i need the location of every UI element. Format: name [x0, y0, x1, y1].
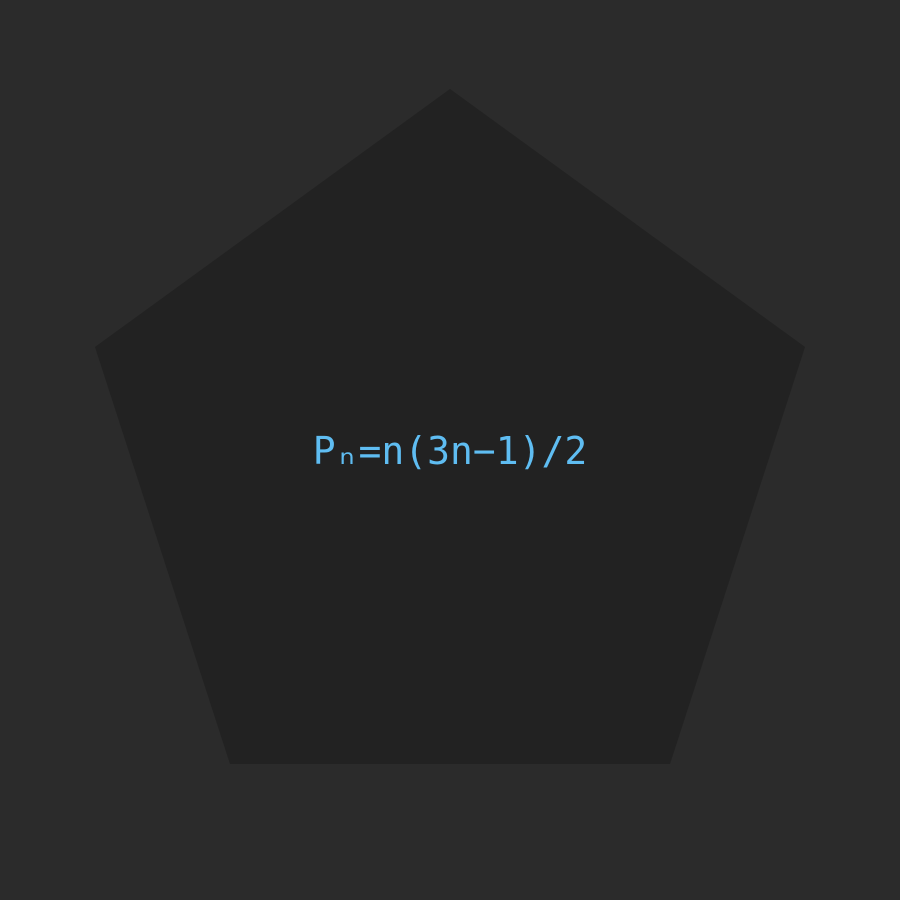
pentagon-shape	[95, 89, 805, 764]
pentagonal-number-formula: Pₙ=n(3n−1)/2	[312, 429, 588, 473]
